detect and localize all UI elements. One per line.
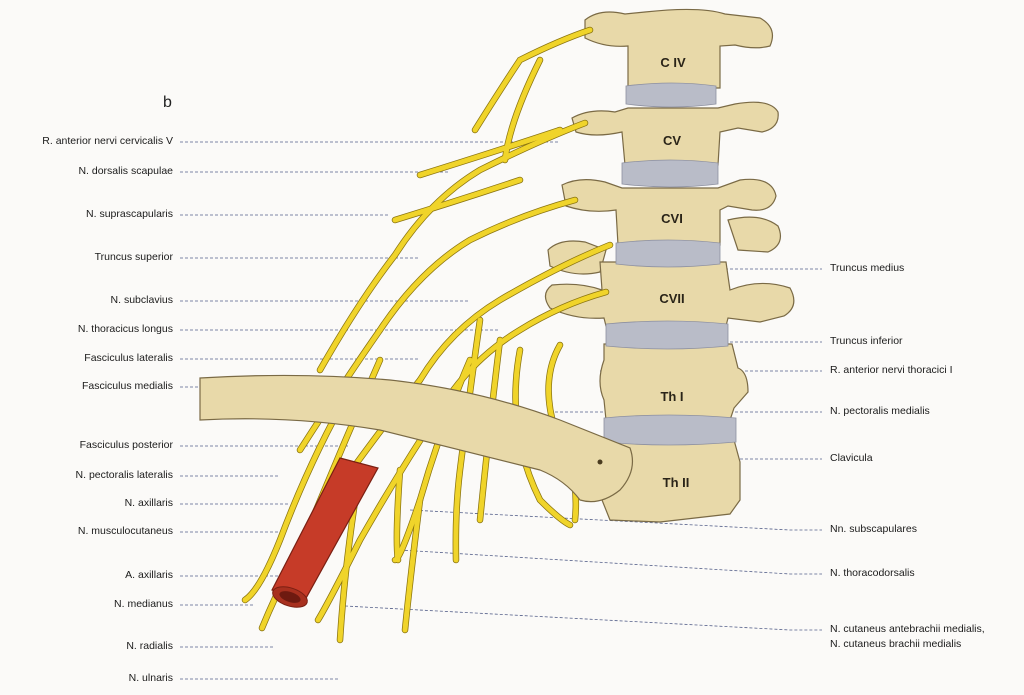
label-left-13: N. medianus	[114, 598, 173, 610]
label-left-15: N. ulnaris	[128, 672, 173, 684]
label-right-0: Truncus medius	[830, 262, 905, 274]
label-left-8: Fasciculus posterior	[79, 439, 173, 451]
label-left-11: N. musculocutaneus	[77, 525, 173, 537]
panel-letter: b	[163, 94, 172, 111]
label-right-4: Clavicula	[830, 452, 873, 464]
label-right-2: R. anterior nervi thoracici I	[830, 364, 953, 376]
label-left-6: Fasciculus lateralis	[84, 352, 173, 364]
label-right-3: N. pectoralis medialis	[830, 405, 930, 417]
label-left-7: Fasciculus medialis	[81, 380, 173, 392]
vertebra-c4	[584, 8, 773, 89]
label-left-0: R. anterior nervi cervicalis V	[42, 135, 173, 147]
label-left-3: Truncus superior	[94, 251, 173, 263]
label-left-4: N. subclavius	[110, 294, 173, 306]
leader-line-right-6	[399, 549, 822, 575]
label-left-12: A. axillaris	[125, 569, 173, 581]
intervertebral-discs	[603, 82, 737, 446]
label-right-8: N. cutaneus brachii medialis	[830, 638, 962, 650]
vertebra-labels: C IV CV CVI CVII Th I Th II	[659, 55, 689, 490]
label-left-9: N. pectoralis lateralis	[75, 469, 173, 481]
label-right-7: N. cutaneus antebrachii medialis,	[830, 623, 985, 635]
vertebra-c7	[544, 261, 795, 327]
clavicle	[199, 374, 633, 503]
vertebra-label-c7: CVII	[659, 291, 684, 306]
vertebra-label-th1: Th I	[660, 389, 683, 404]
label-right-6: N. thoracodorsalis	[830, 567, 915, 579]
vertebra-th1	[599, 343, 749, 421]
leader-line-right-5	[409, 509, 822, 531]
label-left-1: N. dorsalis scapulae	[78, 165, 173, 177]
label-left-5: N. thoracicus longus	[77, 323, 173, 335]
vertebra-label-c6: CVI	[661, 211, 683, 226]
leader-line-right-7	[344, 605, 822, 631]
label-right-5: Nn. subscapulares	[830, 523, 917, 535]
vertebral-column: C IV CV CVI CVII Th I Th II	[544, 8, 795, 523]
vertebra-label-c4: C IV	[660, 55, 686, 70]
vertebra-label-th2: Th II	[663, 475, 690, 490]
vertebra-c5	[571, 101, 779, 166]
axillary-artery	[271, 457, 379, 608]
label-left-2: N. suprascapularis	[86, 208, 173, 220]
label-left-10: N. axillaris	[124, 497, 173, 509]
vertebra-label-c5: CV	[663, 133, 681, 148]
label-right-1: Truncus inferior	[830, 335, 903, 347]
vertebra-th2	[601, 439, 741, 523]
label-left-14: N. radialis	[126, 640, 173, 652]
